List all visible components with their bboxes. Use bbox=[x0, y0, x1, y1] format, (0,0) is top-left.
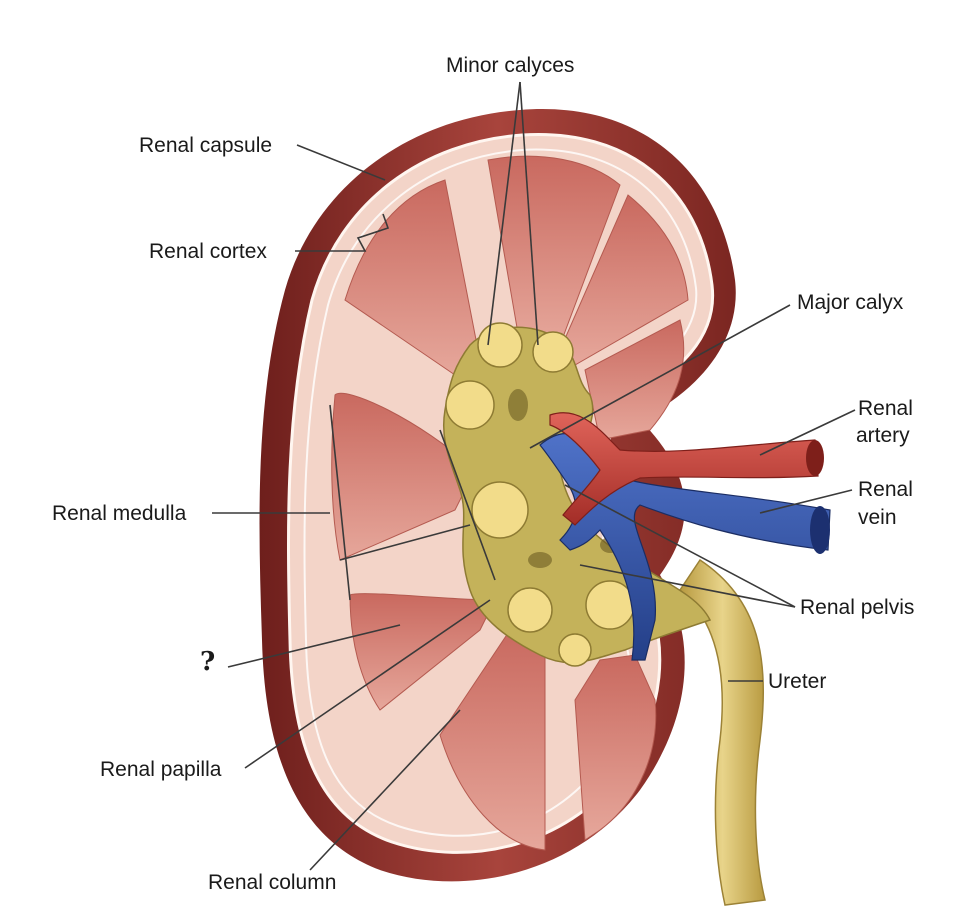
label-renal-artery-line1: Renal bbox=[858, 396, 913, 421]
label-renal-vein-line1: Renal bbox=[858, 477, 913, 502]
label-major-calyx: Major calyx bbox=[797, 290, 903, 315]
label-renal-capsule: Renal capsule bbox=[139, 133, 272, 158]
label-ureter: Ureter bbox=[768, 669, 826, 694]
label-minor-calyces: Minor calyces bbox=[446, 53, 574, 78]
label-renal-column: Renal column bbox=[208, 870, 336, 895]
label-renal-medulla: Renal medulla bbox=[52, 501, 186, 526]
label-renal-pelvis: Renal pelvis bbox=[800, 595, 914, 620]
label-unknown-question-mark: ? bbox=[200, 650, 215, 675]
label-renal-artery-line2: artery bbox=[856, 423, 910, 448]
label-renal-vein-line2: vein bbox=[858, 505, 897, 530]
label-renal-papilla: Renal papilla bbox=[100, 757, 221, 782]
label-renal-cortex: Renal cortex bbox=[149, 239, 267, 264]
